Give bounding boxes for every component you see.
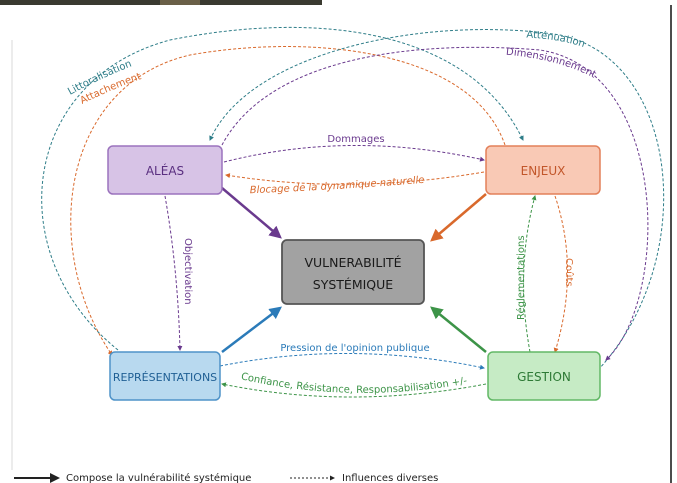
reglementations-label: Réglementations	[515, 235, 527, 320]
littoralisation-arrow	[41, 26, 524, 351]
composition-arrows	[221, 187, 487, 353]
confiance-arrow	[221, 382, 487, 398]
dimensionnement-label: Dimensionnement	[506, 47, 598, 81]
representations-to-center-arrow	[221, 306, 282, 353]
reglementations-arrow	[523, 195, 537, 353]
vulnerabilite-label-line1: VULNERABILITÉ	[304, 255, 401, 270]
top-image-strip-detail	[160, 0, 200, 5]
legend: Compose la vulnérabilité systémique Infl…	[14, 472, 438, 483]
node-vulnerabilite: VULNERABILITÉ SYSTÉMIQUE	[281, 239, 425, 305]
couts-label: Coûts	[563, 258, 575, 287]
vulnerabilite-label-line2: SYSTÉMIQUE	[313, 277, 393, 292]
legend-dashed-label: Influences diverses	[342, 473, 438, 483]
link-labels: Littoralisation Attachement Atténuation …	[66, 30, 598, 396]
dommages-label: Dommages	[327, 134, 384, 145]
attenuation-arrow	[209, 29, 665, 371]
dommages-arrow	[223, 144, 485, 163]
enjeux-label: ENJEUX	[521, 164, 566, 178]
node-gestion: GESTION	[487, 351, 601, 401]
gestion-to-center-arrow	[430, 306, 487, 353]
node-aleas: ALÉAS	[107, 145, 223, 195]
objectivation-label: Objectivation	[182, 238, 193, 305]
blocage-label: Blocage de la dynamique naturelle	[250, 175, 425, 196]
node-enjeux: ENJEUX	[485, 145, 601, 195]
pression-arrow	[219, 352, 485, 370]
dimensionnement-arrow	[221, 46, 649, 361]
pression-label: Pression de l'opinion publique	[280, 343, 429, 354]
legend-solid-label: Compose la vulnérabilité systémique	[66, 472, 251, 483]
attenuation-label: Atténuation	[526, 30, 586, 50]
enjeux-to-center-arrow	[430, 193, 487, 242]
aleas-label: ALÉAS	[146, 163, 184, 178]
top-image-strip	[0, 0, 322, 5]
node-representations: REPRÉSENTATIONS	[109, 351, 221, 401]
couts-arrow	[553, 195, 568, 353]
representations-label: REPRÉSENTATIONS	[113, 371, 217, 384]
aleas-to-center-arrow	[221, 187, 282, 239]
inner-links	[164, 144, 568, 398]
blocage-arrow	[225, 171, 485, 185]
attachement-arrow	[70, 46, 506, 356]
objectivation-arrow	[164, 195, 183, 351]
outer-links	[41, 26, 665, 371]
gestion-label: GESTION	[517, 370, 571, 384]
